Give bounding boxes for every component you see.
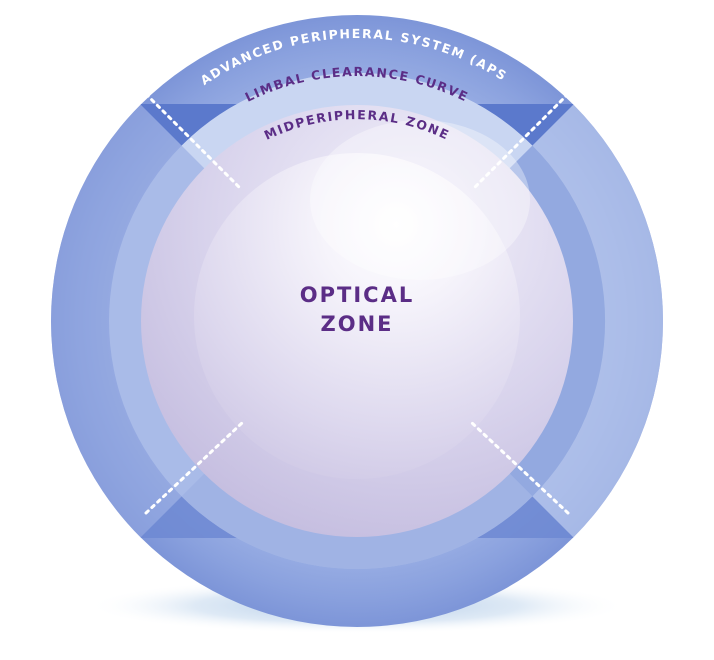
lens-highlight (310, 120, 530, 280)
divider-top-left (144, 92, 244, 192)
zone-dividers (144, 92, 570, 515)
divider-bottom-right (470, 421, 570, 515)
optical-zone-label-line2: ZONE (321, 312, 394, 336)
divider-bottom-left (144, 421, 244, 515)
optical-zone (194, 153, 520, 479)
optical-zone-label-line1: OPTICAL (300, 283, 414, 307)
divider-top-right (470, 92, 570, 192)
